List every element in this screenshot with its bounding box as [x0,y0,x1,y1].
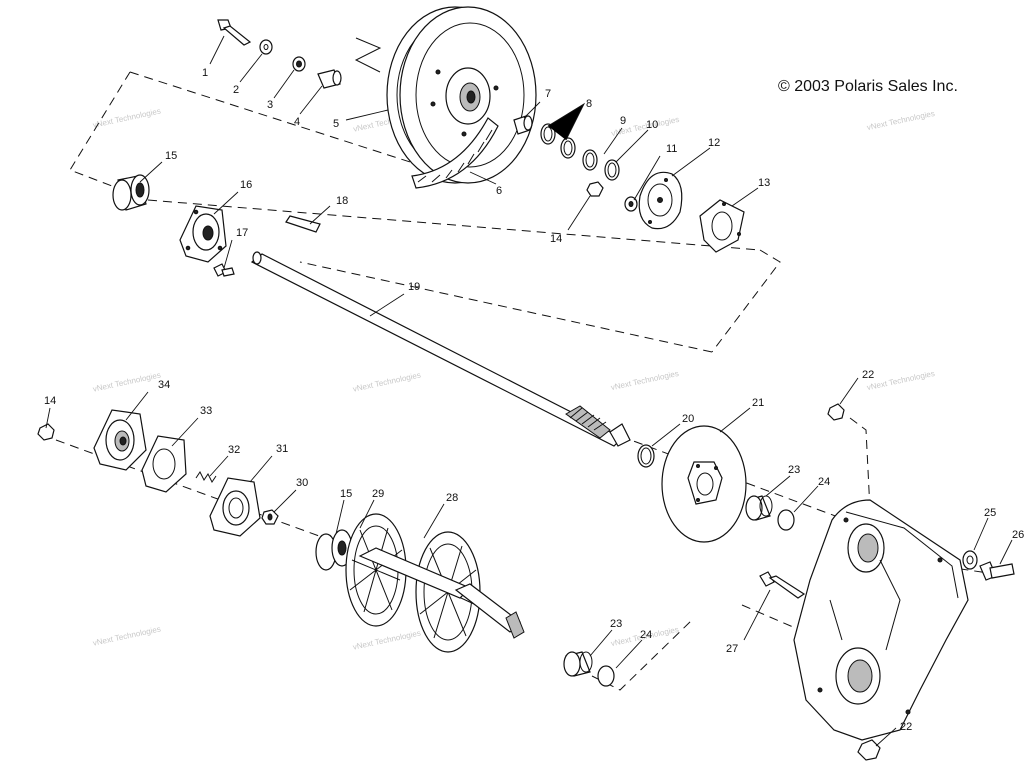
upper-assembly [112,6,745,447]
nut-icon [586,181,604,197]
callout-17: 17 [236,227,248,239]
callout-labels: 1 2 3 4 5 6 7 8 9 10 11 12 13 14 15 16 1… [44,67,1024,733]
watermark-text: vNext Technologies [92,106,162,129]
watermark-text: vNext Technologies [610,369,680,392]
callout-8: 8 [586,98,592,110]
watermark-text: vNext Technologies [352,370,422,393]
callout-25: 25 [984,507,996,519]
callout-13: 13 [758,177,770,189]
callout-20: 20 [682,413,694,425]
seal-icon [745,495,773,521]
o-ring-icon [582,149,598,171]
bearing-plate-icon [209,477,261,537]
callout-26: 26 [1012,529,1024,541]
callout-11: 11 [666,143,677,155]
callout-7: 7 [545,88,551,100]
lower-left-assembly [37,409,615,687]
o-ring-icon [560,137,576,159]
watermark-text: vNext Technologies [866,109,936,132]
o-ring-icon [777,509,795,531]
leader-lines [45,35,1013,747]
spring-icon [195,471,217,483]
o-ring-icon [597,665,615,687]
callout-10: 10 [646,119,658,131]
key-icon [285,215,321,233]
callout-30: 30 [296,477,308,489]
callout-24: 24 [818,476,830,488]
callout-12: 12 [708,137,720,149]
callout-14: 14 [550,233,562,245]
bolt-icon [217,19,252,46]
callout-22-lower: 22 [900,721,912,733]
nut-icon [827,403,845,421]
washer-icon [259,39,273,55]
watermark-text: vNext Technologies [352,628,422,651]
callout-9: 9 [620,115,626,127]
seal-icon [563,651,593,677]
spacer-icon [317,69,342,89]
watermark-text: vNext Technologies [92,370,162,393]
nut-icon [37,423,55,441]
nut-icon [857,739,881,761]
o-ring-icon [540,123,556,145]
callout-31: 31 [276,443,288,455]
gasket-icon [699,199,745,253]
callout-33: 33 [200,405,212,417]
callout-1: 1 [202,67,208,79]
callout-5: 5 [333,118,339,130]
chain-icon [411,117,499,189]
drum-sprocket-icon [354,6,537,184]
callout-18: 18 [336,195,348,207]
bearing-icon [112,174,150,211]
bearing-flange-icon [179,205,227,263]
o-ring-icon [604,159,620,181]
gasket-icon [141,435,187,493]
watermark-text: vNext Technologies [92,624,162,647]
washer-icon [962,550,978,570]
callout-21: 21 [752,397,764,409]
callout-16: 16 [240,179,252,191]
callout-27: 27 [726,643,738,655]
callout-6: 6 [496,185,502,197]
watermark-text: vNext Technologies [866,369,936,392]
bolt-icon [979,561,1015,581]
drive-sprocket-icon [345,513,525,653]
bearing-flange-icon [93,409,147,471]
bolt-icon [213,263,235,277]
bearing-plate-icon [638,171,683,230]
callout-34: 34 [158,379,170,391]
copyright-notice: © 2003 Polaris Sales Inc. [778,78,958,95]
chaincase-housing-icon [793,499,969,741]
lower-right-assembly [637,403,1015,761]
brake-disc-icon [661,425,747,543]
callout-15-lower: 15 [340,488,352,500]
callout-22: 22 [862,369,874,381]
callout-19: 19 [408,281,420,293]
callout-4: 4 [294,116,300,128]
watermarks: vNext Technologies vNext Technologies vN… [92,106,936,651]
bushing-icon [513,115,533,135]
callout-23-lower: 23 [610,618,622,630]
callout-28: 28 [446,492,458,504]
bolt-icon [759,571,806,599]
callout-14-lower: 14 [44,395,56,407]
callout-2: 2 [233,84,239,96]
nut-icon [261,509,279,525]
callout-3: 3 [267,99,273,111]
callout-24-lower: 24 [640,629,652,641]
callout-32: 32 [228,444,240,456]
drive-shaft-icon [250,251,631,447]
callout-15: 15 [165,150,177,162]
callout-23: 23 [788,464,800,476]
callout-29: 29 [372,488,384,500]
